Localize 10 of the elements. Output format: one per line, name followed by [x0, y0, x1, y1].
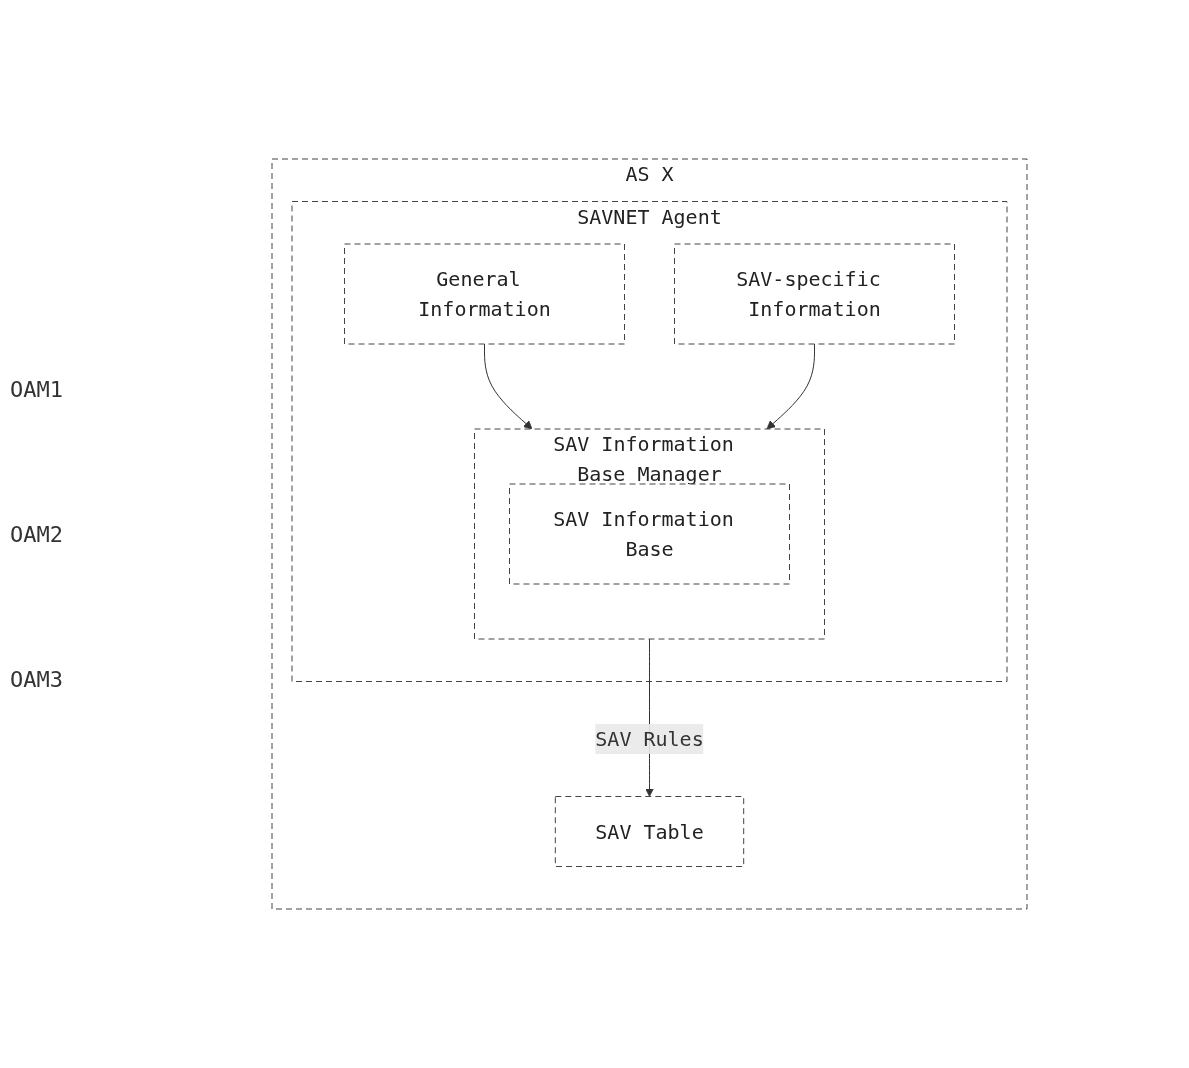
interface-label: OAM3: [10, 666, 64, 692]
node-box: SAV-specific Information: [674, 243, 955, 345]
arrow: [484, 343, 533, 430]
edge-label: SAV Rules: [595, 727, 704, 751]
interface-label: OAM2: [10, 521, 64, 547]
node-box: SAV Table: [554, 796, 745, 867]
interface-label: OAM1: [10, 376, 64, 402]
arrow: [766, 343, 815, 430]
node-box: General Information: [344, 243, 625, 345]
node-box: SAV Information Base: [509, 483, 790, 585]
